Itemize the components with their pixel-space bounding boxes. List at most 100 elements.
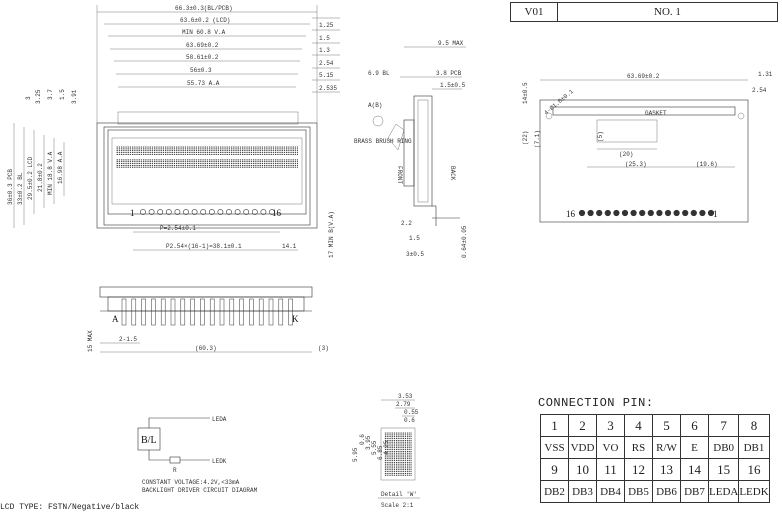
pin-lead (151, 298, 156, 326)
connection-pin-table: 1 2 3 4 5 6 7 8 VSS VDD VO RS R/W E DB0 … (540, 414, 770, 503)
rear-pin-first: 1 (713, 209, 718, 219)
detail-dim-5: 0.6 (359, 434, 366, 445)
dim-pitch: P=2.54±0.1 (160, 225, 196, 232)
resistor-label: R (173, 467, 177, 474)
detail-dim-7: 5.55 (371, 440, 378, 455)
pin-lead (239, 298, 244, 326)
pin-hole (234, 209, 241, 215)
front-pin-last: 16 (272, 208, 282, 218)
dim-37: 3.7 (47, 89, 54, 100)
side-pcb (413, 95, 433, 207)
dim-69-bl: 6.9 BL (368, 70, 390, 77)
signal-cell: VSS (540, 436, 569, 459)
side-view: 9.5 MAX 6.9 BL 3.8 PCB 1.5±0.5 2.2 1.5 3… (354, 40, 468, 258)
pin-hole (269, 209, 275, 215)
char-row-1 (116, 146, 298, 155)
signal-cell: DB6 (652, 480, 681, 503)
pin-lead (170, 298, 176, 326)
signal-cell: DB0 (707, 436, 740, 459)
signal-cell: R/W (652, 436, 681, 459)
dim-2-15: 2-1.5 (119, 336, 137, 343)
rear-pcb (539, 99, 749, 223)
pin-cell: 13 (652, 458, 681, 481)
dim-22: 2.2 (401, 220, 412, 227)
dim-56: 56±0.3 (190, 67, 212, 74)
dim-rear-254: 2.54 (752, 87, 767, 94)
pin-hole (208, 209, 215, 215)
pin-lead (229, 298, 235, 326)
dim-325: 3.25 (35, 89, 42, 104)
signal-cell: LEDA (707, 480, 740, 503)
rear-view: 63.69±0.2 1.31 2.54 14±0.5 4-Ø1.0±0.1 (2… (522, 71, 773, 223)
dim-3-05: 3±0.5 (406, 251, 424, 258)
rear-strip (552, 106, 736, 116)
pcb-outline (96, 122, 318, 229)
signal-cell: DB7 (680, 480, 709, 503)
pin-cell: 9 (540, 458, 569, 481)
dim-3: 3 (25, 96, 32, 100)
pin-lead (200, 298, 205, 326)
dim-5861: 58.61±0.2 (186, 54, 219, 61)
pin-hole (630, 209, 637, 217)
view-area (111, 137, 303, 205)
dim-125: 1.25 (319, 22, 334, 29)
pin-lead (141, 298, 146, 326)
pin-hole (165, 209, 172, 215)
detail-dim-2: 0.55 (404, 409, 419, 416)
label-ab: A(B) (368, 102, 382, 109)
label-back: BACK (449, 166, 456, 181)
signal-cell: DB5 (624, 480, 653, 503)
dim-15-05: 1.5±0.5 (440, 82, 466, 89)
pin-cell: 8 (738, 414, 770, 437)
dim-33-bl: 33±0.2 BL (17, 172, 24, 205)
dim-188: MIN 18.8 V.A (47, 151, 54, 195)
pin-hole (699, 209, 706, 217)
leda-label: LEDA (212, 416, 227, 423)
signal-cell: DB1 (738, 436, 770, 459)
pin-lead (190, 298, 195, 326)
dim-rear-253: (25.3) (625, 161, 647, 168)
bottom-top (99, 286, 313, 298)
signal-cell: DB4 (596, 480, 625, 503)
pin-lead (160, 298, 166, 326)
detail-caption: Detail 'W' (381, 491, 417, 498)
detail-dim-9: 4.25 (383, 440, 390, 455)
label-gasket: GASKET (645, 110, 667, 117)
pin-cell: 15 (707, 458, 740, 481)
top-strip (117, 111, 299, 125)
label-front: FRONT (396, 166, 403, 184)
pin-hole (647, 209, 654, 217)
bottom-body (107, 296, 305, 312)
detail-dim-6: 3.95 (365, 435, 372, 450)
signal-cell: DB2 (540, 480, 569, 503)
arrow-icon (372, 115, 384, 127)
rear-pin-row (578, 209, 715, 217)
dim-13: 1.3 (319, 47, 330, 54)
pin-hole (707, 209, 715, 217)
pin-hole (682, 209, 689, 217)
pin-hole (157, 209, 164, 215)
dim-95-max: 9.5 MAX (438, 40, 464, 47)
pin-signal-row: VSS VDD VO RS R/W E DB0 DB1 (540, 436, 770, 459)
lcd-outline (107, 129, 307, 215)
dim-pitch-total: P2.54×(16-1)=38.1±0.1 (166, 243, 242, 250)
pin-cell: 12 (624, 458, 653, 481)
pin-hole (200, 209, 207, 215)
pin-lead (258, 298, 264, 326)
signal-cell: VDD (568, 436, 597, 459)
dim-141: 14.1 (282, 243, 297, 250)
detail-dim-8: 6.85 (377, 445, 384, 460)
bl-note-1: CONSTANT VOLTAGE:4.2V,<33mA (142, 479, 240, 486)
detail-w: 3.53 2.79 0.55 0.6 5.95 0.6 3.95 5.55 6.… (352, 393, 420, 509)
dim-15: 1.5 (319, 35, 330, 42)
dim-254: 2.54 (319, 60, 334, 67)
pin-cell: 14 (680, 458, 709, 481)
front-pin-row (140, 209, 275, 215)
pin-hole (690, 209, 697, 217)
pin-hole (621, 209, 629, 217)
bottom-view: A K 15 MAX 2-1.5 (60.3) (3) (87, 286, 329, 353)
dim-rear-14: 14±0.5 (522, 82, 529, 104)
bottom-pin-row (121, 298, 293, 326)
label-cathode: K (292, 314, 299, 324)
